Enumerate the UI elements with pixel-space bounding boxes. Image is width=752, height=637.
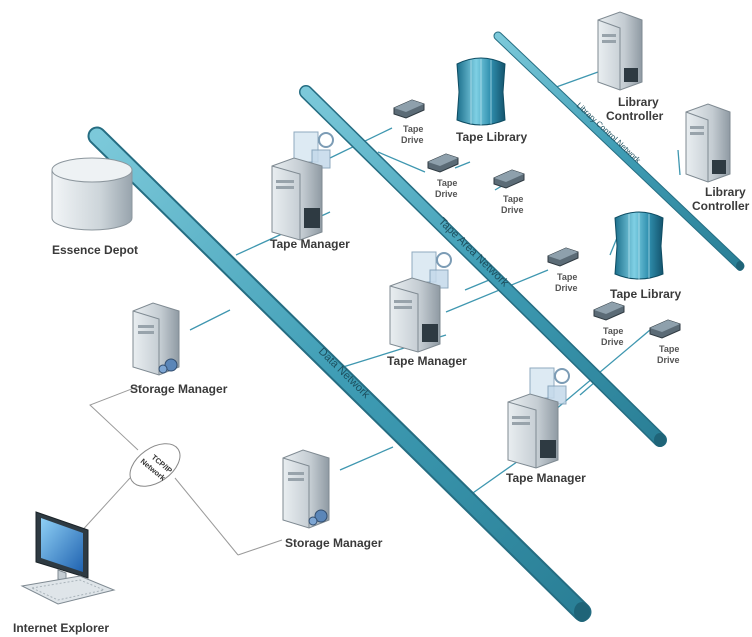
essence-depot-icon — [51, 157, 133, 231]
storage-manager-2-label: Storage Manager — [285, 536, 383, 550]
library-controller-1-label-l1: Library — [618, 95, 659, 109]
tape-drive-label-line1: Tape — [437, 178, 457, 188]
internet-explorer-computer-icon — [20, 511, 116, 605]
essence-depot-label: Essence Depot — [52, 243, 138, 257]
tape-manager-3-label: Tape Manager — [506, 471, 586, 485]
tape-manager-3-icon — [507, 367, 570, 469]
tape-manager-1-icon — [271, 131, 334, 241]
tape-drive-label-line2: Drive — [657, 355, 680, 365]
library-control-network-pipe — [493, 31, 745, 271]
library-controller-2-label-l2: Controller — [692, 199, 750, 213]
tape-drive-label-line2: Drive — [501, 205, 524, 215]
data-network-pipe — [87, 126, 592, 622]
tape-library-1-label: Tape Library — [456, 130, 527, 144]
library-controller-2-label-l1: Library — [705, 185, 746, 199]
storage-manager-1-icon — [132, 302, 180, 376]
tape-drive-label-line2: Drive — [401, 135, 424, 145]
tcpip-lines — [77, 384, 283, 556]
tape-drive-label-line1: Tape — [603, 326, 623, 336]
storage-manager-1-label: Storage Manager — [130, 382, 228, 396]
tape-library-2-icon — [614, 211, 664, 280]
data-network-label: Data Network — [316, 346, 372, 402]
library-controller-2-icon — [685, 103, 731, 183]
tcpip-network-node: TCP/IP Network — [129, 443, 181, 487]
tape-manager-2-label: Tape Manager — [387, 354, 467, 368]
library-controller-1-label-l2: Controller — [606, 109, 664, 123]
library-controller-1-icon — [597, 11, 643, 91]
tape-drive-label-line1: Tape — [503, 194, 523, 204]
tape-drive-label-line1: Tape — [403, 124, 423, 134]
tape-drive-label-line2: Drive — [555, 283, 578, 293]
tape-area-network-pipe — [299, 85, 667, 447]
tape-library-2-label: Tape Library — [610, 287, 681, 301]
storage-manager-2-icon — [282, 449, 330, 529]
tape-drive-label-line2: Drive — [601, 337, 624, 347]
tape-drive-label-line1: Tape — [659, 344, 679, 354]
tape-drive-label-line1: Tape — [557, 272, 577, 282]
tape-manager-2-icon — [389, 251, 452, 353]
tape-manager-1-label: Tape Manager — [270, 237, 350, 251]
tape-library-1-icon — [456, 57, 506, 126]
tape-drive-label-line2: Drive — [435, 189, 458, 199]
internet-explorer-label: Internet Explorer — [13, 621, 109, 635]
